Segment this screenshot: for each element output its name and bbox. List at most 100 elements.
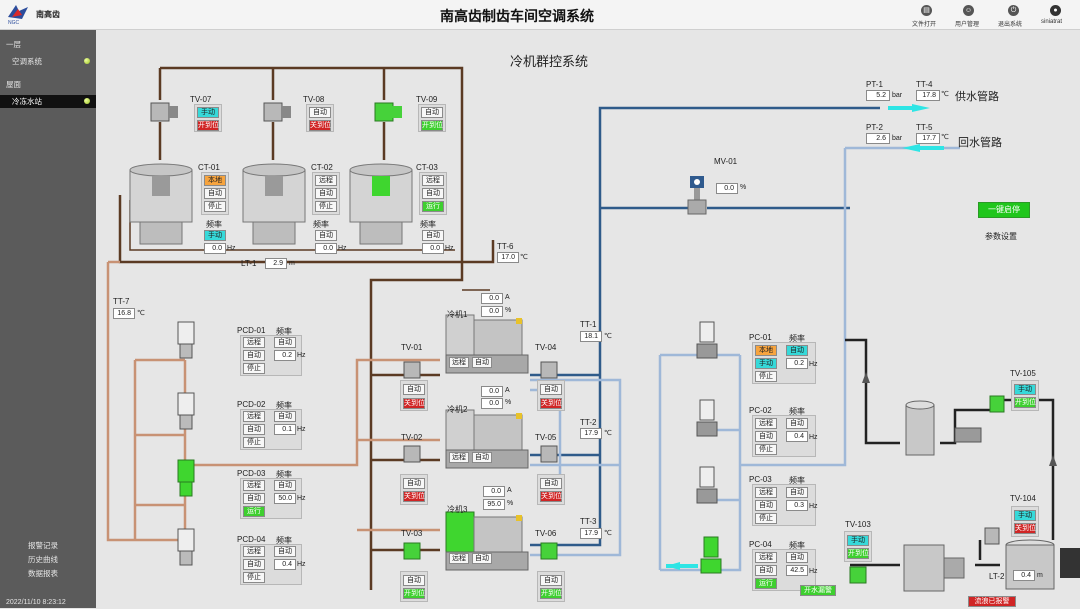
valve-icon [374,102,402,122]
flow-alarm-badge: 流浪已报警 [968,596,1016,607]
pc01-mode[interactable]: 自动 [786,345,808,356]
ct01-label: CT-01 [198,163,220,172]
sidebar-group-floor1[interactable]: 一层 [6,40,21,49]
pc03-mode[interactable]: 自动 [786,487,808,498]
tv01-label: TV-01 [401,343,423,352]
ct03-unit: Hz [445,245,454,252]
user-avatar-icon[interactable]: ● [1050,5,1061,16]
tv01-mode[interactable]: 自动 [403,384,425,395]
pc03-remote[interactable]: 远程 [755,487,777,498]
pc04-remote[interactable]: 远程 [755,552,777,563]
chiller1-remote[interactable]: 远程 [449,357,469,368]
tv06-label: TV-06 [535,529,557,538]
pc04-mode[interactable]: 自动 [786,552,808,563]
pcd04-auto[interactable]: 自动 [243,559,265,570]
sidebar-report[interactable]: 数据报表 [28,569,58,578]
ngc-logo-icon [8,5,28,19]
tv06-mode[interactable]: 自动 [540,575,562,586]
ct02-auto[interactable]: 自动 [315,188,337,199]
tv04-mode[interactable]: 自动 [540,384,562,395]
pcd02-mode[interactable]: 自动 [274,411,296,422]
tt5-label: TT-5 [916,123,933,132]
ct01-auto[interactable]: 自动 [204,188,226,199]
tv05-mode[interactable]: 自动 [540,478,562,489]
ct01-mode[interactable]: 手动 [204,230,226,241]
tv03-label: TV-03 [401,529,423,538]
tv08-mode[interactable]: 自动 [309,107,331,118]
power-icon[interactable]: ⏻ [1008,5,1019,16]
pcd03-mode[interactable]: 自动 [274,480,296,491]
chiller3-auto[interactable]: 自动 [472,553,492,564]
chiller2-amp-unit: A [505,387,510,394]
pcd02-auto[interactable]: 自动 [243,424,265,435]
pipe-condenser-supply [160,66,464,590]
folder-icon[interactable]: ▤ [921,5,932,16]
pcd01-mode[interactable]: 自动 [274,337,296,348]
toolbar-user-mgmt[interactable]: 用户管理 [955,22,980,28]
sidebar-item-ac[interactable]: 空调系统 [0,55,96,68]
toolbar-file-open[interactable]: 文件打开 [912,22,937,28]
chiller1-pct-unit: % [505,307,512,314]
pc02-remote[interactable]: 远程 [755,418,777,429]
pcd01-auto[interactable]: 自动 [243,350,265,361]
chiller1-auto[interactable]: 自动 [472,357,492,368]
pcd02-freq-label: 频率 [276,401,292,410]
pc03-auto[interactable]: 自动 [755,500,777,511]
chiller2-auto[interactable]: 自动 [472,452,492,463]
pc02-auto[interactable]: 自动 [755,431,777,442]
pc04-auto[interactable]: 自动 [755,565,777,576]
pc01-local[interactable]: 本地 [755,345,777,356]
ct03-remote[interactable]: 远程 [422,175,444,186]
tv02-mode[interactable]: 自动 [403,478,425,489]
ct02-unit: Hz [338,245,347,252]
chiller2-remote[interactable]: 远程 [449,452,469,463]
pipe-condenser-return [106,262,185,542]
tt5-unit: ℃ [941,134,949,141]
ct01-freq-label: 频率 [206,220,222,229]
pcd01-remote[interactable]: 远程 [243,337,265,348]
ct02-mode[interactable]: 自动 [315,230,337,241]
tank-icon [903,544,965,592]
ct02-freq: 0.0 [315,243,337,254]
pcd04-mode[interactable]: 自动 [274,546,296,557]
sidebar-history[interactable]: 历史曲线 [28,555,58,564]
pcd03-auto[interactable]: 自动 [243,493,265,504]
toolbar-exit[interactable]: 退出系统 [998,22,1023,28]
pc04-unit: Hz [809,568,818,575]
tv105-mode[interactable]: 手动 [1014,384,1036,395]
chiller3-amp: 0.0 [483,486,505,497]
sidebar-alarm-log[interactable]: 报警记录 [28,541,58,550]
sidebar-group-roof[interactable]: 屋面 [6,80,21,89]
pcd02-unit: Hz [297,426,306,433]
tv07-mode[interactable]: 手动 [197,107,219,118]
pcd04-remote[interactable]: 远程 [243,546,265,557]
one-key-start-button[interactable]: 一键启停 [978,202,1030,218]
tv103-mode[interactable]: 手动 [847,535,869,546]
tv104-mode[interactable]: 手动 [1014,510,1036,521]
pcd02-remote[interactable]: 远程 [243,411,265,422]
pcd03-label: PCD-03 [237,469,266,478]
ct03-auto[interactable]: 自动 [422,188,444,199]
valve-icon [989,395,1005,413]
valve-icon [984,527,1000,545]
ct03-mode[interactable]: 自动 [422,230,444,241]
pc03-state: 停止 [755,513,777,524]
param-settings-link[interactable]: 参数设置 [985,232,1017,241]
user-icon[interactable]: ☺ [963,5,974,16]
logo-sub: NGC [8,20,20,26]
sidebar-item-chiller-station[interactable]: 冷冻水站 [0,95,96,108]
ct01-local[interactable]: 本地 [204,175,226,186]
pcd03-remote[interactable]: 远程 [243,480,265,491]
tv03-mode[interactable]: 自动 [403,575,425,586]
pc01-manual[interactable]: 手动 [755,358,777,369]
ct02-remote[interactable]: 远程 [315,175,337,186]
pc02-mode[interactable]: 自动 [786,418,808,429]
pump-icon [696,399,718,437]
chiller3-remote[interactable]: 远程 [449,553,469,564]
tv09-mode[interactable]: 自动 [421,107,443,118]
toolbar-username[interactable]: siniatrat [1041,19,1063,25]
